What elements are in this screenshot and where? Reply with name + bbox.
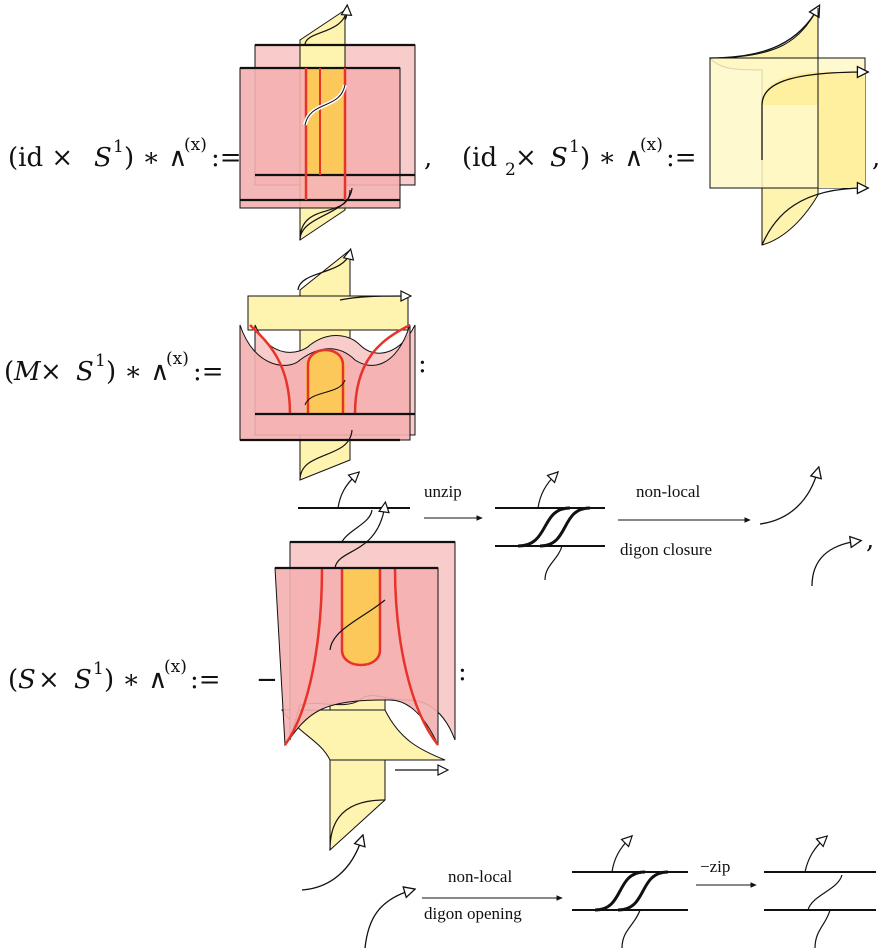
equation-id-label: (id × S 1 ) ∗ ∧ (x) := ,	[8, 135, 432, 173]
eq1-assign: :=	[211, 143, 242, 173]
split-stage-1	[301, 838, 412, 949]
strand-bottom	[761, 188, 865, 246]
eq4-S2: S	[74, 665, 92, 695]
strand-upper	[301, 838, 362, 891]
strand-mid	[807, 874, 843, 911]
eq2-close: ) ∗ ∧	[580, 143, 643, 173]
equation-merge-label: ( M × S 1 ) ∗ ∧ (x) := :	[4, 349, 427, 387]
eq4-open: (	[8, 665, 18, 695]
eq2-sub: 2	[505, 160, 516, 180]
red-seam-right	[353, 323, 411, 415]
top-yellow-sheet	[247, 295, 409, 331]
split-stage-3	[764, 838, 876, 949]
strand-cross	[304, 84, 346, 126]
red-seam-right	[393, 567, 439, 746]
eq3-sup: (x)	[166, 349, 189, 369]
foam-merge-diagram	[239, 250, 416, 481]
eq2-trail: ,	[872, 143, 880, 173]
strand-down	[621, 909, 641, 949]
eq3-trail: :	[418, 349, 427, 379]
eq3-assign: :=	[193, 357, 224, 387]
red-seam-arch	[306, 348, 345, 414]
equation-split-label: ( S × S 1 ) ∗ ∧ (x) := − :	[8, 657, 467, 695]
lower-yellow-sheet	[281, 709, 446, 761]
eq3-S: S	[76, 357, 94, 387]
eq3-close: ) ∗ ∧	[106, 357, 169, 387]
eq4-sign: −	[256, 665, 278, 695]
eq2-S: S	[550, 143, 568, 173]
eq4-close: ) ∗ ∧	[104, 665, 167, 695]
strand-top	[297, 252, 350, 291]
strand-up	[537, 474, 556, 509]
label-digon-closure: digon closure	[620, 540, 712, 559]
strand-lower	[364, 890, 412, 949]
label-unzip: unzip	[424, 482, 462, 501]
eq4-exp: 1	[93, 659, 104, 679]
strand-top	[334, 505, 385, 569]
strand-up	[611, 838, 630, 873]
equation-id2-label: (id 2 × S 1 ) ∗ ∧ (x) := ,	[462, 135, 880, 180]
eq4-sup: (x)	[164, 657, 187, 677]
label-zip: −zip	[700, 857, 730, 876]
eq3-mid: ×	[40, 357, 62, 387]
eq1-exp: 1	[113, 137, 124, 157]
strand-right	[339, 296, 408, 300]
eq1-sup: (x)	[184, 135, 207, 155]
overlap-region	[306, 350, 345, 414]
thick-zigzag-1	[517, 506, 571, 548]
eq3-open: (	[4, 357, 14, 387]
strand-top	[709, 8, 818, 59]
red-seam-left	[283, 567, 324, 746]
eq2-sup: (x)	[640, 135, 663, 155]
strand-cross	[329, 599, 386, 651]
foam-id2-diagram	[708, 8, 865, 246]
eq3-exp: 1	[95, 351, 106, 371]
overlap-region	[305, 68, 345, 175]
split-move-sequence: non-local digon opening −zip	[301, 838, 876, 949]
strand-bottom	[329, 799, 386, 851]
thick-zigzag-1	[594, 870, 646, 912]
merge-stage-3	[759, 470, 858, 587]
eq4-S1: S	[18, 665, 36, 695]
strand-down	[544, 545, 563, 581]
strand-top-arrow	[304, 8, 347, 46]
thick-zigzag-2	[539, 506, 591, 548]
eq2-mid: ×	[515, 143, 537, 173]
strand-up	[337, 474, 357, 509]
strand-cross	[304, 379, 346, 406]
strand-mid	[761, 72, 865, 160]
eq4-mid: ×	[38, 665, 60, 695]
foam-split-diagram	[274, 505, 456, 852]
strand-bottom	[299, 187, 353, 241]
merge-stage-2	[495, 474, 605, 581]
split-stage-2	[572, 838, 688, 949]
red-seam-left	[249, 324, 292, 415]
eq2-assign: :=	[666, 143, 697, 173]
thick-zigzag-2	[617, 870, 669, 912]
label-digon-opening: digon opening	[424, 904, 522, 923]
eq1-open: (id ×	[8, 143, 73, 173]
eq1-close: ) ∗ ∧	[124, 143, 187, 173]
eq2-exp: 1	[569, 137, 580, 157]
merge-trail: ,	[866, 525, 874, 555]
eq1-trail: ,	[424, 143, 432, 173]
label-non-local: non-local	[448, 867, 512, 886]
strand-up	[804, 838, 825, 873]
yellow-overlap	[762, 72, 865, 188]
label-non-local: non-local	[636, 482, 700, 501]
eq2-open: (id	[462, 143, 497, 173]
strand-lower	[811, 541, 858, 587]
strand-bottom	[299, 429, 353, 481]
foam-id-diagram	[239, 8, 416, 241]
strand-upper	[759, 470, 818, 525]
red-seam-cup	[340, 568, 382, 667]
eq4-assign: :=	[190, 665, 221, 695]
eq1-S: S	[94, 143, 112, 173]
strand-down	[814, 909, 831, 949]
eq4-trail: :	[458, 657, 467, 687]
eq3-M: M	[13, 357, 42, 387]
